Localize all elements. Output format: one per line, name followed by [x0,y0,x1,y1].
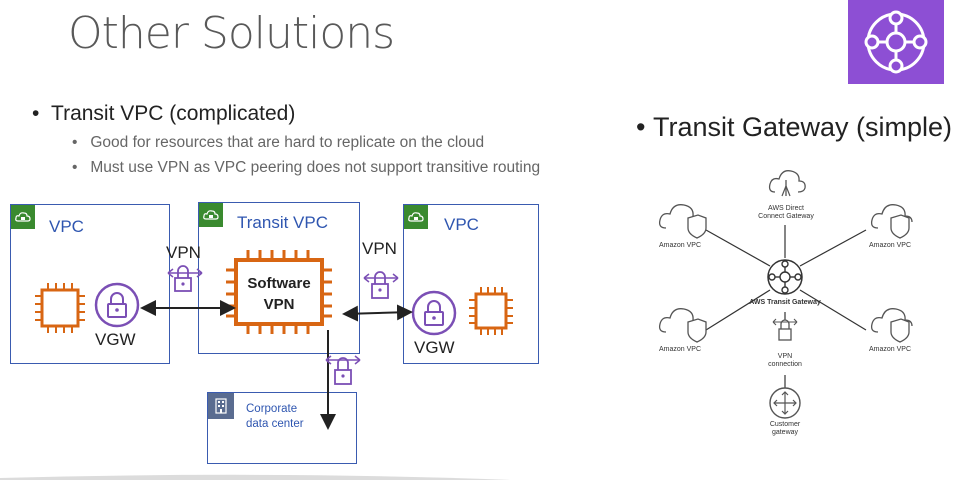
vpn-lock-icon-right [363,271,399,299]
vpn-label-left: VPN [166,243,201,262]
ec2-chip-icon-right [469,287,513,335]
direct-connect-label-line1: AWS Direct [768,205,804,212]
vpc-cloud-lock-icon [199,203,223,227]
vpc-right-label: VPC [444,215,479,234]
amazon-vpc-label-bl: Amazon VPC [658,346,702,353]
transit-vpc-diagram-graphics [0,250,513,480]
vpn-connection-label-line2: connection [768,361,802,368]
customer-gateway-icon [769,387,801,419]
arrow-transit-to-vgw-right [342,304,413,322]
vgw-icon-right [411,290,457,336]
corporate-label-line2: data center [246,418,304,430]
vpc-right-box: VPC [403,204,539,364]
transit-gateway-icon [864,10,928,74]
vgw-label-left: VGW [95,330,136,349]
vpc-left-box: VPC [10,204,170,364]
amazon-vpc-cloud-icon-tl [658,204,707,239]
transit-gateway-badge [848,0,944,84]
transit-vpc-box: Transit VPC [198,202,360,354]
direct-connect-gateway-icon [768,170,806,197]
aws-transit-gateway-icon [767,259,803,295]
amazon-vpc-cloud-icon-br [870,308,913,343]
transit-vpc-label: Transit VPC [237,213,329,232]
vgw-label-right: VGW [414,338,455,357]
customer-gateway-label-line2: gateway [771,429,799,436]
vpn-lock-icon-left [167,265,203,292]
bullet-transit-gateway: • Transit Gateway (simple) [636,112,953,142]
vpn-lock-icon-down [325,355,361,385]
amazon-vpc-label-br: Amazon VPC [868,346,912,353]
vpc-cloud-lock-icon [11,205,35,229]
corporate-label-line1: Corporate [246,403,298,415]
page-title: Other Solutions [68,8,395,59]
vpn-connection-lock-icon [772,318,798,341]
amazon-vpc-label-tl: Amazon VPC [658,242,702,249]
customer-gateway-label-line1: Customer [769,421,801,428]
bullet-transit-vpc: • Transit VPC (complicated) [32,102,296,125]
transit-gateway-label: AWS Transit Gateway [749,299,821,306]
vgw-icon-left [94,282,140,328]
footer-swoosh [0,474,513,480]
software-vpn-label-line2: VPN [263,296,295,313]
sub-bullet-2: • Must use VPN as VPC peering does not s… [72,159,541,176]
vpc-cloud-lock-icon [404,205,428,229]
vpn-connection-label-line1: VPN [777,353,793,360]
amazon-vpc-cloud-icon-tr [870,204,913,239]
vpc-left-label: VPC [49,217,84,236]
direct-connect-label-line2: Connect Gateway [758,213,814,220]
building-icon [208,393,234,419]
software-vpn-chip-icon [226,250,332,334]
software-vpn-label-line1: Software [247,275,311,292]
amazon-vpc-cloud-icon-bl [658,308,707,343]
transit-gateway-diagram-graphics [658,170,913,419]
ec2-chip-icon-left [35,283,85,333]
amazon-vpc-label-tr: Amazon VPC [868,242,912,249]
sub-bullet-1: • Good for resources that are hard to re… [72,134,485,151]
vpn-label-right: VPN [362,239,397,258]
